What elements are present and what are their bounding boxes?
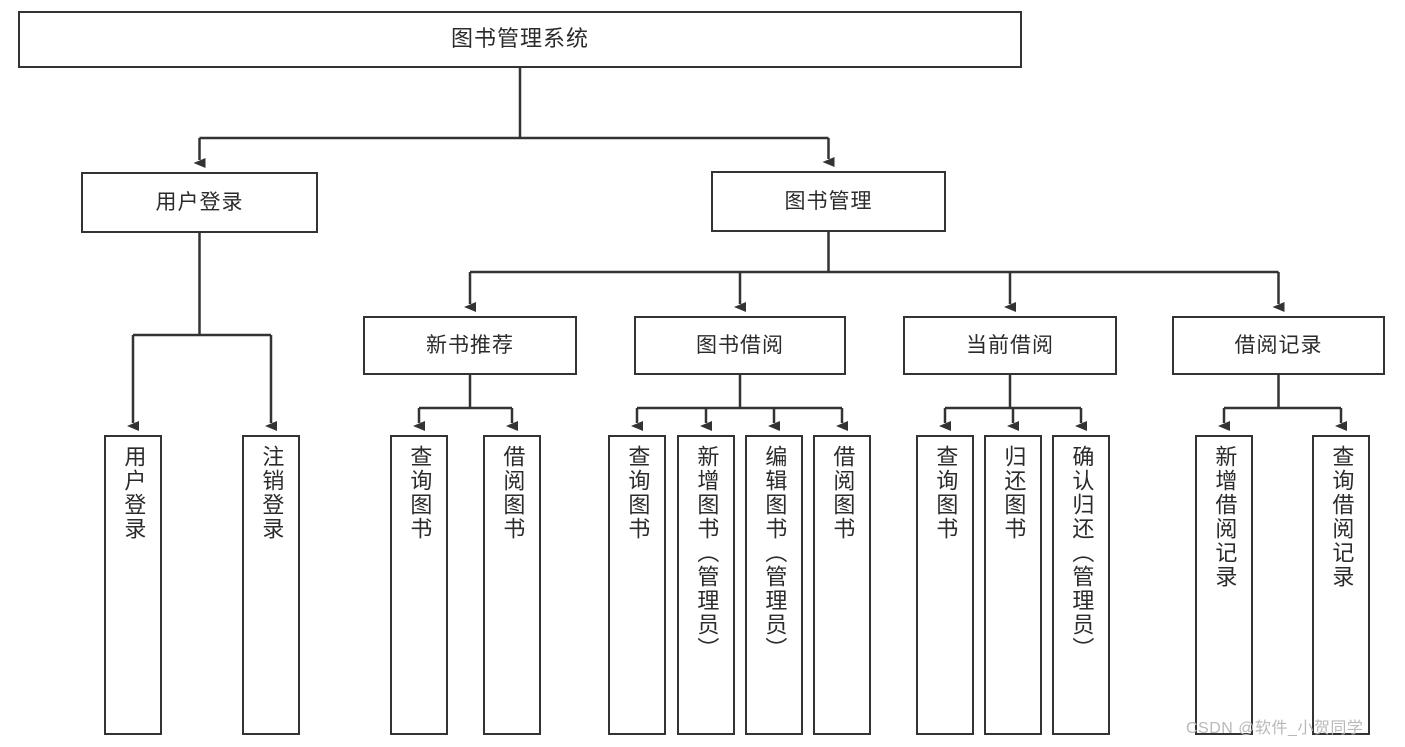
node-label: 图书管理 <box>784 189 873 213</box>
node-label: 查询图书 <box>933 445 959 541</box>
node-leaf-user-login[interactable]: 用户登录 <box>104 435 162 735</box>
node-label: 注销登录 <box>259 445 285 541</box>
node-leaf-add-book[interactable]: 新增图书（管理员） <box>677 435 735 735</box>
node-label: 新增图书（管理员） <box>694 445 720 661</box>
node-label: 新书推荐 <box>426 333 514 357</box>
node-new-book-rec[interactable]: 新书推荐 <box>363 316 577 375</box>
node-leaf-return[interactable]: 归还图书 <box>984 435 1042 735</box>
node-leaf-confirm[interactable]: 确认归还（管理员） <box>1052 435 1110 735</box>
node-leaf-query-1[interactable]: 查询图书 <box>390 435 448 735</box>
node-root[interactable]: 图书管理系统 <box>18 11 1022 68</box>
node-current-borrow[interactable]: 当前借阅 <box>903 316 1117 375</box>
node-leaf-add-rec[interactable]: 新增借阅记录 <box>1195 435 1253 735</box>
node-label: 借阅记录 <box>1234 333 1323 357</box>
node-leaf-edit-book[interactable]: 编辑图书（管理员） <box>745 435 803 735</box>
node-book-mgmt[interactable]: 图书管理 <box>711 171 946 232</box>
node-leaf-borrow-1[interactable]: 借阅图书 <box>483 435 541 735</box>
node-label: 当前借阅 <box>966 333 1054 357</box>
node-label: 借阅图书 <box>830 445 856 541</box>
node-label: 确认归还（管理员） <box>1069 445 1095 661</box>
node-leaf-borrow-2[interactable]: 借阅图书 <box>813 435 871 735</box>
node-label: 归还图书 <box>1001 445 1027 541</box>
node-user-login[interactable]: 用户登录 <box>81 172 318 233</box>
node-leaf-logout[interactable]: 注销登录 <box>242 435 300 735</box>
node-label: 查询图书 <box>407 445 433 541</box>
node-label: 查询借阅记录 <box>1329 445 1355 589</box>
node-label: 图书借阅 <box>696 333 784 357</box>
node-leaf-query-3[interactable]: 查询图书 <box>916 435 974 735</box>
node-label: 用户登录 <box>121 445 147 541</box>
node-leaf-query-2[interactable]: 查询图书 <box>608 435 666 735</box>
watermark: CSDN @软件_小贺同学 <box>1186 720 1364 737</box>
node-label: 用户登录 <box>155 190 244 214</box>
node-borrow-record[interactable]: 借阅记录 <box>1172 316 1385 375</box>
node-leaf-query-rec[interactable]: 查询借阅记录 <box>1312 435 1370 735</box>
node-label: 新增借阅记录 <box>1212 445 1238 589</box>
node-book-borrow[interactable]: 图书借阅 <box>634 316 846 375</box>
node-label: 编辑图书（管理员） <box>762 445 788 661</box>
node-label: 查询图书 <box>625 445 651 541</box>
node-label: 借阅图书 <box>500 445 526 541</box>
node-label: 图书管理系统 <box>450 26 589 52</box>
